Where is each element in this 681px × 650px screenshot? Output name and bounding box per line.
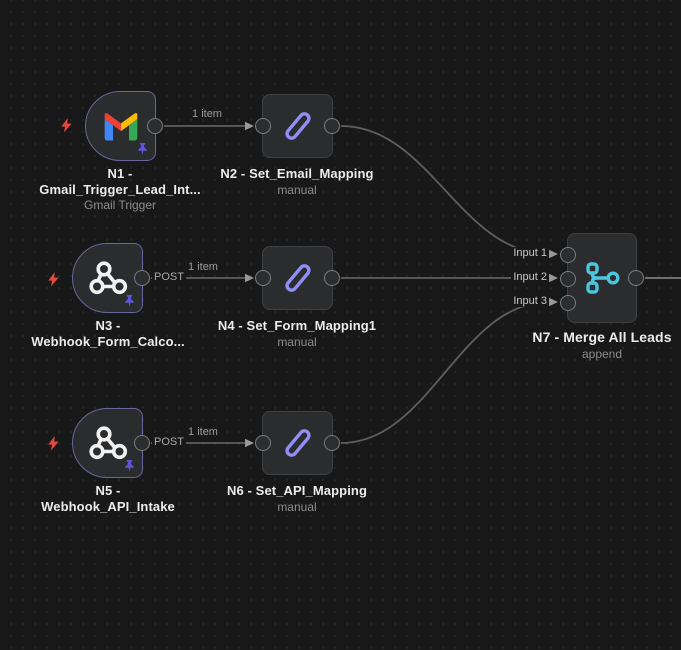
gmail-icon bbox=[102, 112, 140, 141]
node-title: Gmail_Trigger_Lead_Int... bbox=[39, 181, 201, 197]
merge-icon bbox=[582, 258, 622, 298]
node-n6-set[interactable] bbox=[255, 411, 340, 475]
method-label: POST bbox=[152, 271, 186, 283]
node-label-n1: N1 - Gmail_Trigger_Lead_Int... Gmail Tri… bbox=[10, 166, 230, 213]
merge-input-label: Input 2 bbox=[511, 271, 549, 283]
pin-icon bbox=[124, 294, 135, 307]
connection-n6-n7[interactable] bbox=[340, 301, 550, 444]
merge-input-label: Input 1 bbox=[511, 247, 549, 259]
node-title: N2 - Set_Email_Mapping bbox=[220, 166, 374, 181]
node-title: N7 - Merge All Leads bbox=[532, 329, 672, 345]
arrowhead bbox=[245, 273, 254, 283]
pin-icon bbox=[137, 142, 148, 155]
node-subtitle: Gmail Trigger bbox=[83, 198, 157, 212]
node-subtitle: append bbox=[581, 346, 623, 361]
output-port[interactable] bbox=[324, 118, 340, 134]
node-title: N1 - bbox=[107, 166, 133, 181]
edit-pen-icon bbox=[280, 260, 316, 296]
arrowhead bbox=[245, 121, 254, 131]
merge-input-label: Input 3 bbox=[511, 295, 549, 307]
input-port[interactable] bbox=[255, 118, 271, 134]
method-label: POST bbox=[152, 436, 186, 448]
node-title: N5 - bbox=[95, 483, 121, 498]
node-subtitle: manual bbox=[277, 499, 317, 514]
node-n2-set[interactable] bbox=[255, 94, 340, 158]
output-port[interactable] bbox=[324, 270, 340, 286]
arrowhead bbox=[549, 297, 558, 307]
node-n3-webhook[interactable] bbox=[72, 243, 150, 313]
input-port-1[interactable] bbox=[560, 247, 576, 263]
node-title: Webhook_Form_Calco... bbox=[31, 333, 185, 349]
lightning-trigger-icon bbox=[60, 118, 73, 133]
output-port[interactable] bbox=[147, 118, 163, 134]
node-n7-merge[interactable] bbox=[560, 233, 644, 323]
input-port[interactable] bbox=[255, 270, 271, 286]
edit-pen-icon bbox=[280, 108, 316, 144]
node-title: N4 - Set_Form_Mapping1 bbox=[217, 318, 377, 333]
node-n5-webhook[interactable] bbox=[72, 408, 150, 478]
input-port[interactable] bbox=[255, 435, 271, 451]
node-title: N3 - bbox=[95, 318, 121, 333]
output-port[interactable] bbox=[134, 435, 150, 451]
input-port-2[interactable] bbox=[560, 271, 576, 287]
output-port[interactable] bbox=[324, 435, 340, 451]
node-subtitle: manual bbox=[277, 334, 317, 349]
arrowhead bbox=[245, 438, 254, 448]
pin-icon bbox=[124, 459, 135, 472]
node-title: Webhook_API_Intake bbox=[41, 498, 175, 514]
input-port-3[interactable] bbox=[560, 295, 576, 311]
node-label-n7: N7 - Merge All Leads append bbox=[492, 329, 681, 362]
node-n1-gmail-trigger[interactable] bbox=[85, 91, 163, 161]
node-label-n3: N3 - Webhook_Form_Calco... bbox=[0, 318, 218, 349]
node-label-n2: N2 - Set_Email_Mapping manual bbox=[187, 166, 407, 198]
edit-pen-icon bbox=[280, 425, 316, 461]
lightning-trigger-icon bbox=[47, 436, 60, 451]
connection-items-label: 1 item bbox=[192, 108, 222, 120]
arrowhead bbox=[549, 273, 558, 283]
connection-items-label: 1 item bbox=[188, 426, 218, 438]
node-label-n4: N4 - Set_Form_Mapping1 manual bbox=[187, 318, 407, 350]
output-port[interactable] bbox=[628, 270, 644, 286]
lightning-trigger-icon bbox=[47, 272, 60, 287]
arrowhead bbox=[549, 249, 558, 259]
node-title: N6 - Set_API_Mapping bbox=[227, 483, 367, 498]
node-n4-set[interactable] bbox=[255, 246, 340, 310]
node-label-n5: N5 - Webhook_API_Intake bbox=[0, 483, 218, 514]
webhook-icon bbox=[88, 258, 128, 298]
node-label-n6: N6 - Set_API_Mapping manual bbox=[187, 483, 407, 515]
node-subtitle: manual bbox=[277, 182, 317, 197]
webhook-icon bbox=[88, 423, 128, 463]
output-port[interactable] bbox=[134, 270, 150, 286]
connection-items-label: 1 item bbox=[188, 261, 218, 273]
